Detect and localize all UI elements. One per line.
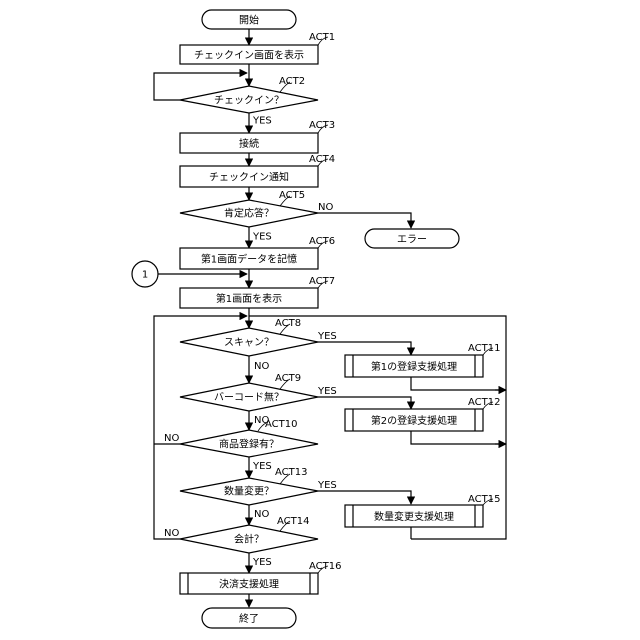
act10-step: ACT10 — [265, 419, 297, 430]
act8-step: ACT8 — [275, 318, 301, 329]
act4-label: チェックイン通知 — [209, 171, 289, 184]
act12-step: ACT12 — [468, 397, 500, 408]
edge-act11-return — [411, 377, 506, 390]
act8-decision: スキャン？ ACT8 YES NO — [180, 318, 337, 372]
act9-label: バーコード無？ — [214, 391, 284, 404]
act9-yes-label: YES — [317, 386, 337, 397]
act11-step: ACT11 — [468, 343, 500, 354]
act6-label: 第1画面データを記憶 — [201, 253, 297, 266]
act1-step: ACT1 — [309, 32, 335, 43]
act7-label: 第1画面を表示 — [216, 292, 282, 305]
act12-label: 第2の登録支援処理 — [371, 414, 457, 427]
act15-predefined-process: 数量変更支援処理 ACT15 — [345, 494, 500, 527]
act11-predefined-process: 第1の登録支援処理 ACT11 — [345, 343, 500, 377]
act3-label: 接続 — [239, 137, 259, 150]
act8-no-label: NO — [254, 361, 269, 372]
act12-predefined-process: 第2の登録支援処理 ACT12 — [345, 397, 500, 431]
act5-no-label: NO — [318, 202, 333, 213]
edge-act5-error — [318, 213, 411, 228]
act14-no-label: NO — [164, 528, 179, 539]
act13-label: 数量変更？ — [224, 485, 274, 498]
act5-decision: 肯定応答？ ACT5 NO YES — [180, 190, 333, 243]
act5-label: 肯定応答？ — [224, 207, 274, 220]
act10-no-label: NO — [164, 433, 179, 444]
act13-decision: 数量変更？ ACT13 YES NO — [180, 467, 337, 520]
act3-step: ACT3 — [309, 120, 335, 131]
act2-step: ACT2 — [279, 76, 305, 87]
act9-step: ACT9 — [275, 373, 301, 384]
edge-act8-act11 — [318, 342, 411, 355]
connector-1: 1 — [132, 261, 158, 287]
act9-decision: バーコード無？ ACT9 YES NO — [180, 373, 337, 426]
act16-step: ACT16 — [309, 561, 341, 572]
edge-act13-act15 — [318, 491, 411, 504]
act10-label: 商品登録有？ — [219, 438, 279, 451]
act15-label: 数量変更支援処理 — [374, 510, 454, 523]
end-label: 終了 — [239, 612, 259, 625]
act1-process: チェックイン画面を表示 ACT1 — [180, 32, 335, 64]
error-terminal: エラー — [365, 229, 459, 248]
act14-step: ACT14 — [277, 516, 309, 527]
act8-label: スキャン？ — [224, 338, 274, 349]
act10-decision: 商品登録有？ ACT10 NO YES — [164, 419, 318, 472]
start-label: 開始 — [239, 14, 259, 27]
edge-act9-act12 — [318, 397, 411, 409]
edge-act12-return — [411, 431, 506, 444]
act13-step: ACT13 — [275, 467, 307, 478]
act16-label: 決済支援処理 — [219, 578, 279, 591]
act13-yes-label: YES — [317, 480, 337, 491]
act4-step: ACT4 — [309, 154, 335, 165]
act14-yes-label: YES — [252, 557, 272, 568]
act11-label: 第1の登録支援処理 — [371, 360, 457, 373]
end-terminal: 終了 — [202, 608, 296, 628]
act5-yes-label: YES — [252, 232, 272, 243]
act7-process: 第1画面を表示 ACT7 — [180, 276, 335, 308]
act14-decision: 会計？ ACT14 NO YES — [164, 516, 318, 568]
act7-step: ACT7 — [309, 276, 335, 287]
start-terminal: 開始 — [202, 10, 296, 29]
act10-yes-label: YES — [252, 461, 272, 472]
act2-yes-label: YES — [252, 116, 272, 127]
act5-step: ACT5 — [279, 190, 305, 201]
act6-step: ACT6 — [309, 236, 335, 247]
connector-1-label: 1 — [142, 270, 148, 281]
act8-yes-label: YES — [317, 331, 337, 342]
act13-no-label: NO — [254, 509, 269, 520]
act2-label: チェックイン？ — [214, 95, 284, 107]
act4-process: チェックイン通知 ACT4 — [180, 154, 335, 187]
act1-label: チェックイン画面を表示 — [194, 49, 304, 62]
error-label: エラー — [397, 234, 427, 246]
act14-label: 会計？ — [234, 533, 264, 546]
act15-step: ACT15 — [468, 494, 500, 505]
